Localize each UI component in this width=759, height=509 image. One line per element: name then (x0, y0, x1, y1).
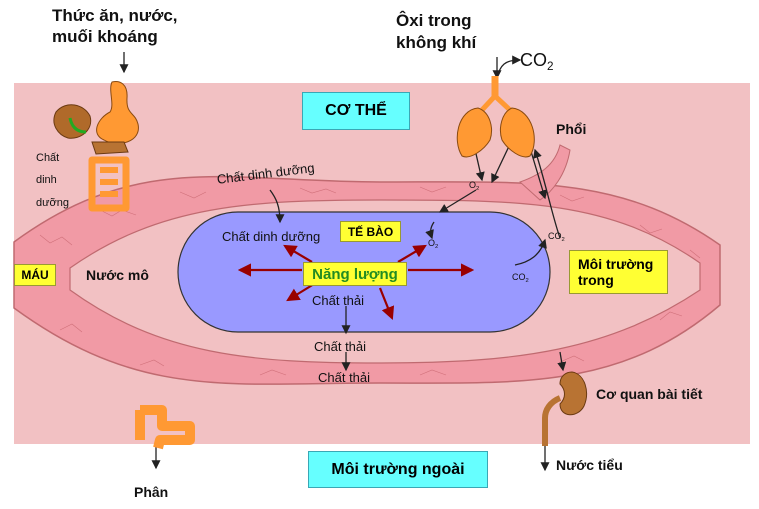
kidney-icon (542, 371, 587, 446)
o2-cell-text: O (428, 238, 436, 248)
urine-label: Nước tiểu (556, 457, 623, 473)
oxygen-input-label: Ôxi trong (396, 11, 472, 30)
food-input-label: Thức ăn, nước, (52, 6, 178, 25)
co2-exhale-sub: 2 (547, 60, 554, 74)
co2-vessel-text: CO (548, 231, 562, 241)
co2-vessel-sub: 2 (561, 237, 565, 244)
body-title-box: CƠ THỂ (302, 92, 410, 130)
lung-label: Phổi (556, 121, 587, 137)
nutrient-cell-label: Chất dinh dưỡng (222, 229, 321, 244)
nutrient-label-2: dinh (36, 174, 57, 186)
excretory-organ-label: Cơ quan bài tiết (596, 386, 703, 402)
o2-cell-label: O2 (428, 238, 438, 250)
o2-lung-text: O (469, 180, 477, 190)
inner-env-line-1: Môi trường (578, 256, 654, 272)
inner-env-line-2: trong (578, 272, 614, 288)
waste-cell-label: Chất thải (312, 293, 365, 308)
inner-env-box: Môi trường trong (569, 250, 668, 294)
nutrient-label-3: dưỡng (36, 197, 69, 209)
oxygen-input-label-2: không khí (396, 33, 477, 52)
co2-cell-sub: 2 (525, 278, 529, 285)
feces-label: Phân (134, 484, 169, 500)
blood-box: MÁU (14, 264, 56, 286)
cell-title-box: TẾ BÀO (340, 221, 401, 242)
co2-cell-label: CO2 (512, 272, 529, 284)
waste-vessel-label: Chất thải (318, 370, 371, 385)
stomach-intestine-icon (53, 81, 139, 212)
energy-arrows (237, 244, 475, 321)
co2-exhale-label: CO2 (520, 50, 554, 73)
lungs-icon (456, 76, 535, 158)
co2-vessel-label: CO2 (548, 231, 565, 243)
nutrient-label-1: Chất (36, 152, 60, 164)
co2-out-arrow (496, 55, 522, 79)
food-input-label-2: muối khoáng (52, 27, 158, 46)
o2-lung-label: O2 (469, 180, 479, 192)
flow-arrows (119, 52, 567, 472)
energy-box: Năng lượng (303, 262, 407, 286)
outer-env-box: Môi trường ngoài (308, 451, 488, 488)
tissue-fluid-label: Nước mô (86, 267, 149, 283)
o2-lung-sub: 2 (476, 186, 480, 193)
waste-mid-label: Chất thải (314, 339, 367, 354)
co2-exhale-text: CO (520, 50, 547, 70)
vessel-texture (39, 186, 701, 376)
o2-cell-sub: 2 (435, 244, 439, 251)
co2-cell-text: CO (512, 272, 526, 282)
colon-icon (135, 405, 195, 450)
